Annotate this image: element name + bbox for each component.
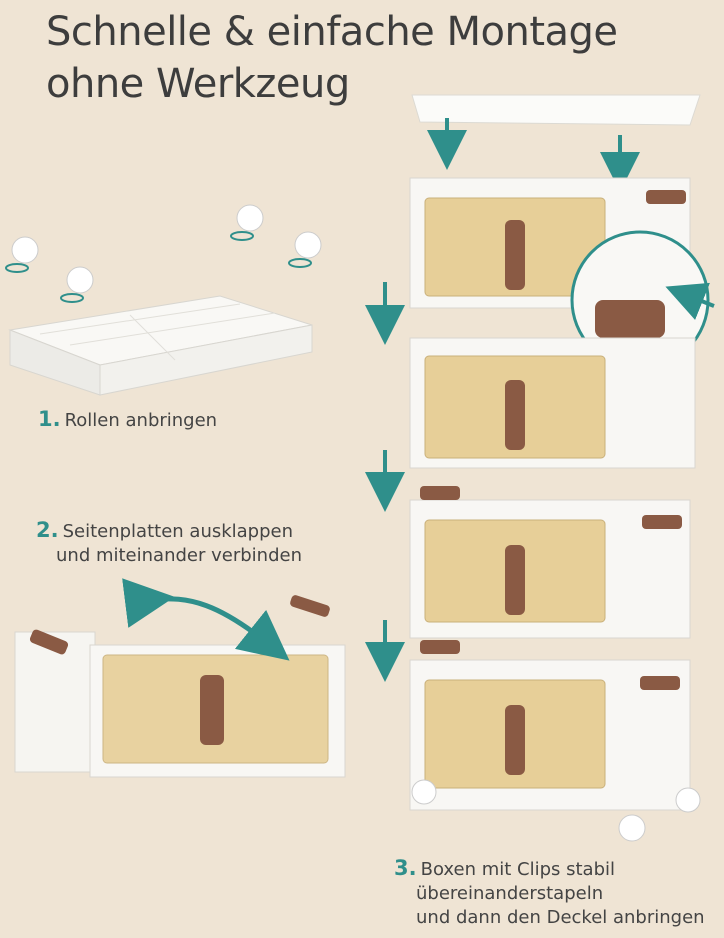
- step-text: übereinanderstapeln: [416, 883, 604, 904]
- clip-detail: [570, 230, 715, 370]
- step-text: und dann den Deckel anbringen: [416, 907, 705, 928]
- title-line-2: ohne Werkzeug: [46, 61, 350, 107]
- wheel-icon: [230, 204, 264, 241]
- step-number: 2.: [36, 518, 59, 542]
- step-text: Rollen anbringen: [64, 410, 218, 431]
- stacked-box-2: [409, 337, 696, 469]
- lid: [411, 94, 701, 126]
- title-line-1: Schnelle & einfache Montage: [46, 9, 618, 55]
- step-2-caption: 2.Seitenplatten ausklappen und miteinand…: [36, 518, 302, 568]
- step-number: 1.: [38, 407, 61, 431]
- stacked-box-4: [409, 640, 701, 842]
- stacked-box-3: [409, 486, 691, 639]
- step-text: und miteinander verbinden: [56, 545, 302, 566]
- wheel-icon: [288, 231, 322, 268]
- base-platform: [8, 295, 313, 396]
- wheel-icon: [60, 266, 94, 303]
- step-text: Seitenplatten ausklappen: [62, 521, 294, 542]
- wheel-icon: [5, 236, 39, 273]
- step-1-caption: 1.Rollen anbringen: [38, 407, 217, 433]
- unfolding-box: [14, 578, 346, 778]
- page-title: Schnelle & einfache Montage ohne Werkzeu…: [46, 6, 618, 110]
- step-number: 3.: [394, 856, 417, 880]
- step-text: Boxen mit Clips stabil: [420, 859, 616, 880]
- step-3-caption: 3.Boxen mit Clips stabil übereinandersta…: [394, 856, 705, 930]
